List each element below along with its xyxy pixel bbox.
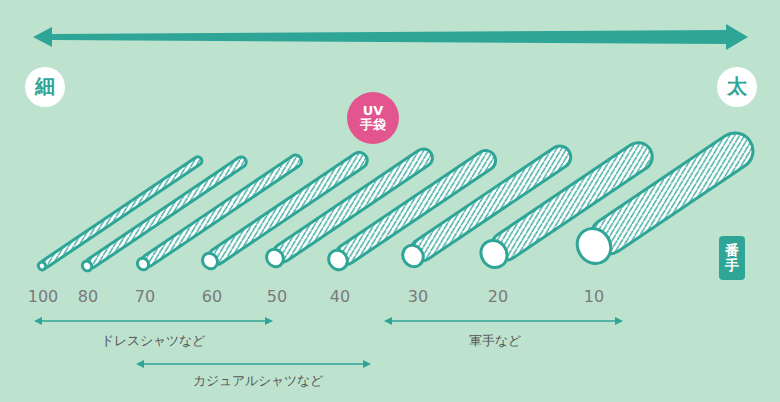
uv-glove-badge: UV 手袋 xyxy=(347,92,399,144)
thickness-arrow xyxy=(33,24,748,50)
node-text: UV 手袋 xyxy=(358,104,388,133)
usage-label: 軍手など xyxy=(469,332,521,350)
node-text: 細 xyxy=(35,73,55,100)
count-tag: 番手 xyxy=(719,236,745,281)
count-number: 60 xyxy=(202,287,222,306)
node-text: 番手 xyxy=(725,243,739,274)
yarn-tube xyxy=(37,155,204,271)
count-number: 50 xyxy=(267,287,287,306)
usage-label: ドレスシャツなど xyxy=(101,332,205,350)
thin-marker: 細 xyxy=(25,67,65,107)
count-number: 40 xyxy=(330,287,350,306)
count-number: 20 xyxy=(488,287,508,306)
usage-label: カジュアルシャツなど xyxy=(193,372,323,390)
count-number: 10 xyxy=(584,287,604,306)
node-text: 太 xyxy=(727,73,747,100)
thick-marker: 太 xyxy=(717,67,757,107)
count-number: 100 xyxy=(28,287,59,306)
count-number: 80 xyxy=(78,287,98,306)
count-number: 70 xyxy=(135,287,155,306)
yarn-group xyxy=(37,126,760,273)
count-number: 30 xyxy=(408,287,428,306)
range-brackets xyxy=(34,317,623,368)
